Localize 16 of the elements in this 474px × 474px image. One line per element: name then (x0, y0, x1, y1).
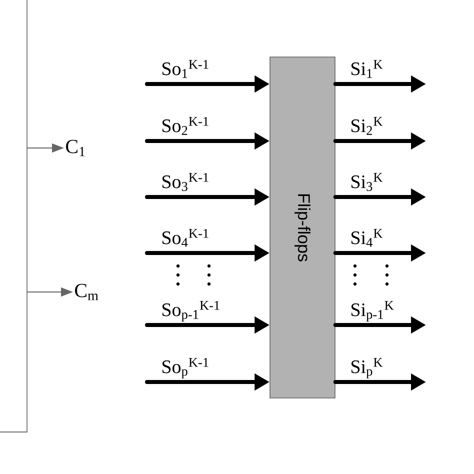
signal-label: Si$_{4}$K (351, 229, 383, 247)
signal-label: So$_{2}$K-1 (162, 116, 208, 135)
output-label: C$_{1}$ (66, 140, 85, 156)
output-label: C$_{m}$ (75, 284, 98, 300)
signal-label: Si$_{p}$K (351, 358, 383, 378)
signal-label: Si$_{1}$K (351, 60, 383, 78)
signal-label: So$_{3}$K-1 (162, 172, 208, 191)
signal-label: Si$_{3}$K (351, 173, 383, 191)
signal-label: So$_{p-1}$K-1 (162, 300, 220, 322)
signal-label: Si$_{p-1}$K (351, 301, 394, 322)
signal-label: So$_{4}$K-1 (162, 228, 208, 247)
signal-label: Si$_{2}$K (351, 117, 383, 135)
signal-label: So$_{p}$K-1 (162, 358, 208, 378)
signal-label: So$_{1}$K-1 (162, 60, 208, 78)
block-box (0, 0, 28, 432)
flip-flop-box: Flip-flops (270, 56, 336, 398)
